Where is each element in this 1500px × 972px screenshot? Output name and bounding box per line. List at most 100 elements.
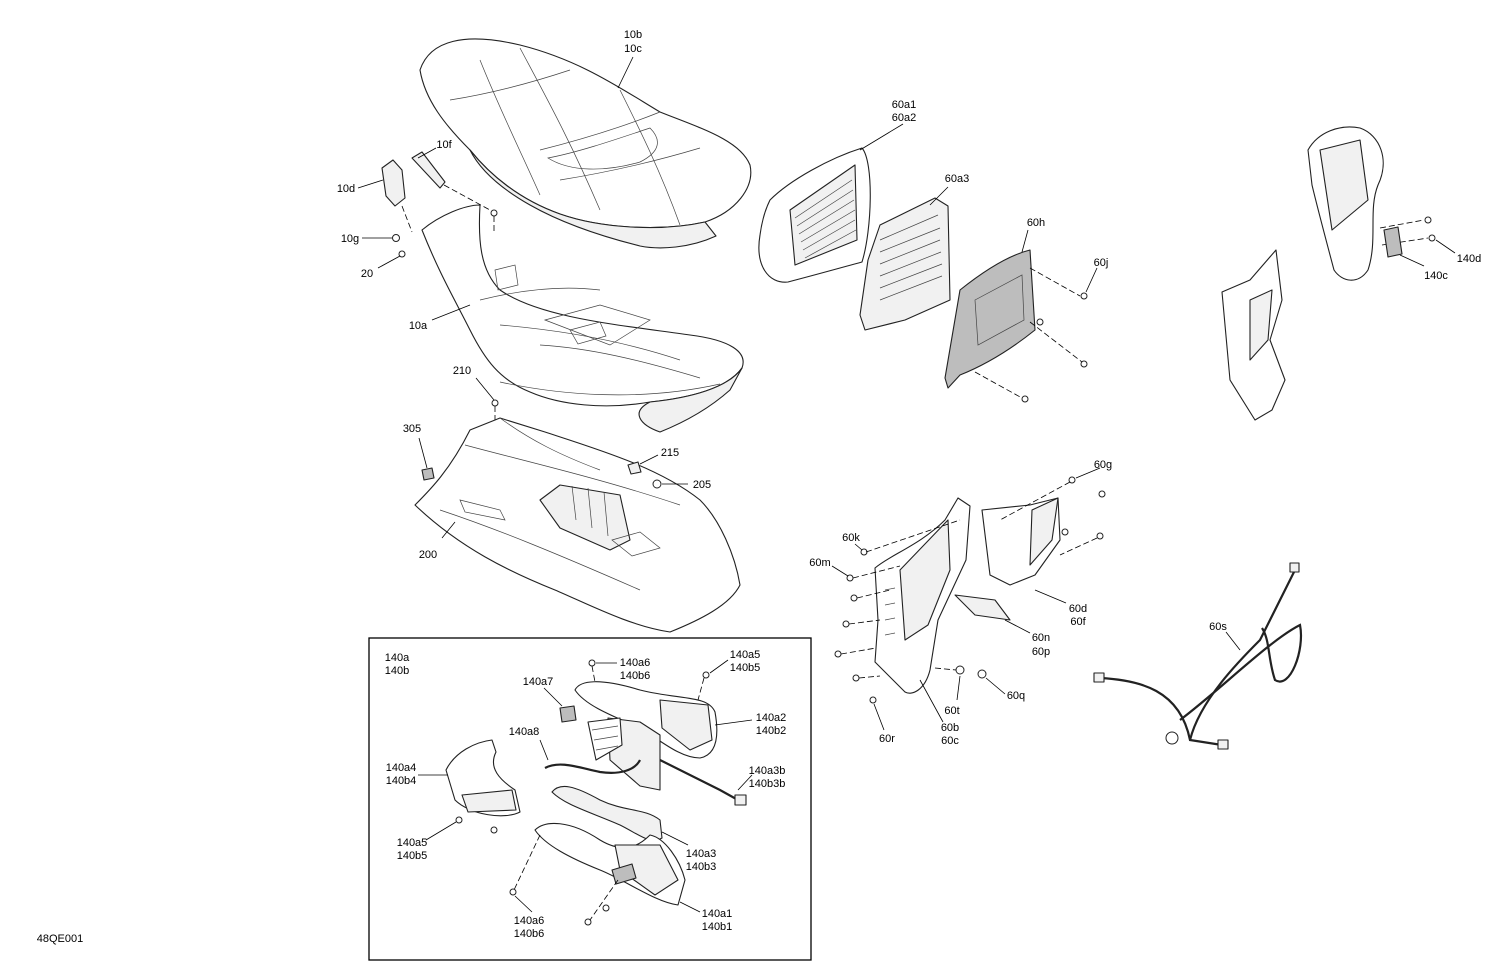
callout-latch-2: 60p (1032, 646, 1050, 658)
callout-armrest-screw: 140d (1457, 253, 1481, 265)
screw-60m-d[interactable] (834, 650, 842, 658)
callout-harness: 60s (1209, 621, 1227, 633)
callout-seat-pan: 10a (409, 320, 428, 332)
screw-140a6-top[interactable] (588, 659, 596, 667)
backrest-plate[interactable] (944, 249, 1036, 389)
heater-140a8[interactable] (544, 717, 661, 791)
callout-tray: 200 (419, 549, 437, 561)
screw-60g-c[interactable] (1061, 528, 1069, 536)
callout-screw-140a5-left-2: 140b5 (397, 850, 428, 862)
screw-60j-b[interactable] (1080, 360, 1088, 368)
washer-60t[interactable] (955, 665, 965, 675)
screw-60g[interactable] (1068, 476, 1076, 484)
screw-60j-d[interactable] (1036, 318, 1044, 326)
callout-armrest-top-2: 140b2 (756, 725, 787, 737)
callout-screw-140a6-top-1: 140a6 (620, 657, 651, 669)
armrest-clip[interactable] (1383, 226, 1403, 258)
callout-harness-140-2: 140b3b (749, 778, 786, 790)
callout-screw-140a5-top-1: 140a5 (730, 649, 761, 661)
callout-backrest-1: 60a1 (892, 99, 916, 111)
callout-armrest-assy-2: 140b (385, 665, 409, 677)
callout-support-1: 60b (941, 722, 959, 734)
callout-switch: 140a7 (523, 676, 554, 688)
screw-210[interactable] (491, 399, 499, 407)
callout-base-1: 140a1 (702, 908, 733, 920)
callout-screw-60j: 60j (1094, 257, 1109, 269)
armrest-base-140a1[interactable] (534, 822, 686, 906)
backrest-insert[interactable] (859, 197, 951, 331)
callout-screw-140a5-left-1: 140a5 (397, 837, 428, 849)
callout-screw-140a5-top-2: 140b5 (730, 662, 761, 674)
callout-backrest-plate: 60h (1027, 217, 1045, 229)
callout-tab: 10f (436, 139, 452, 151)
base-insert[interactable] (611, 863, 637, 885)
screw-60j[interactable] (1080, 292, 1088, 300)
callout-base-2: 140b1 (702, 921, 733, 933)
harness-140a3b[interactable] (659, 759, 747, 806)
callout-washer: 60t (944, 705, 959, 717)
callout-backrest-2: 60a2 (892, 112, 916, 124)
callout-frame-2: 140b3 (686, 861, 717, 873)
callout-clip-215: 215 (661, 447, 679, 459)
grommet-10g[interactable] (392, 234, 400, 242)
tab-10f[interactable] (411, 151, 446, 189)
nut-60q[interactable] (977, 669, 987, 679)
armrest-screw[interactable] (1424, 216, 1432, 224)
callout-grommet: 10g (341, 233, 359, 245)
armrest-detail-frame (368, 637, 812, 961)
screw-60m-e[interactable] (852, 674, 860, 682)
callout-armrest-clip: 140c (1424, 270, 1448, 282)
nut-305[interactable] (421, 467, 435, 481)
callout-harness-140-1: 140a3b (749, 765, 786, 777)
screw-140a6-bottom-c[interactable] (602, 904, 610, 912)
seat-pan[interactable] (421, 204, 744, 433)
callout-nut-305: 305 (403, 423, 421, 435)
callout-screw-60m: 60m (809, 557, 830, 569)
wiring-harness-60s[interactable] (1093, 562, 1303, 750)
storage-tray[interactable] (414, 417, 741, 633)
callout-armrest-side-1: 140a4 (386, 762, 417, 774)
callout-screw-60r: 60r (879, 733, 895, 745)
screw-140a5-left-b[interactable] (490, 826, 498, 834)
screw-60g-d[interactable] (1096, 532, 1104, 540)
bracket-60d[interactable] (981, 497, 1061, 586)
backrest-support[interactable] (874, 497, 971, 694)
callout-screw-60g: 60g (1094, 459, 1112, 471)
switch-140a7[interactable] (559, 705, 577, 723)
screw-60j-c[interactable] (1021, 395, 1029, 403)
callout-latch-1: 60n (1032, 632, 1050, 644)
screw-140a6-bottom[interactable] (509, 888, 517, 896)
screw-140a6-bottom-b[interactable] (584, 918, 592, 926)
armrest-frame-140a3[interactable] (551, 785, 663, 841)
callout-armrest-assy-1: 140a (385, 652, 410, 664)
callout-bracket-1: 60d (1069, 603, 1087, 615)
callout-armrest-side-2: 140b4 (386, 775, 417, 787)
screw-60r[interactable] (869, 696, 877, 704)
latch-60n[interactable] (954, 594, 1011, 621)
callout-heater: 140a8 (509, 726, 540, 738)
armrest-screw-b[interactable] (1428, 234, 1436, 242)
screw-60m-c[interactable] (842, 620, 850, 628)
screw-140a5-left[interactable] (455, 816, 463, 824)
clip-215[interactable] (627, 461, 642, 475)
callout-seat-2: 10c (624, 43, 642, 55)
cover-10d[interactable] (381, 159, 406, 207)
callout-nut-205: 205 (693, 479, 711, 491)
callout-nut-60q: 60q (1007, 690, 1025, 702)
screw-60m-b[interactable] (850, 594, 858, 602)
callout-screw-140a6-top-2: 140b6 (620, 670, 651, 682)
callout-screw-210: 210 (453, 365, 471, 377)
backrest[interactable] (758, 147, 871, 283)
seat[interactable] (419, 38, 752, 249)
callout-bracket-2: 60f (1070, 616, 1086, 628)
nut-205[interactable] (652, 479, 662, 489)
callout-screw-140a6-bottom-1: 140a6 (514, 915, 545, 927)
screw-140a5-top[interactable] (702, 671, 710, 679)
armrest-assembly[interactable] (1221, 126, 1384, 421)
screw-60g-b[interactable] (1098, 490, 1106, 498)
armrest-side[interactable] (445, 739, 521, 817)
screw-seat[interactable] (490, 209, 498, 217)
callout-support-2: 60c (941, 735, 959, 747)
screw-20[interactable] (398, 250, 406, 258)
